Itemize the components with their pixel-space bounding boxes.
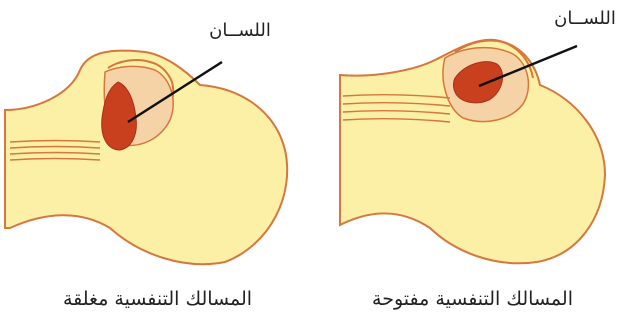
open-airway-diagram: اللســان bbox=[315, 0, 630, 280]
closed-airway-diagram: اللســان bbox=[0, 0, 315, 280]
open-airway-figure: اللســان المسالك التنفسية مفتوحة bbox=[315, 0, 630, 322]
open-airway-caption: المسالك التنفسية مفتوحة bbox=[315, 288, 630, 310]
tongue-label: اللســان bbox=[554, 8, 616, 29]
tongue-label: اللســان bbox=[209, 20, 271, 41]
closed-airway-caption: المسالك التنفسية مغلقة bbox=[0, 288, 315, 310]
closed-airway-figure: اللســان المسالك التنفسية مغلقة bbox=[0, 0, 315, 322]
